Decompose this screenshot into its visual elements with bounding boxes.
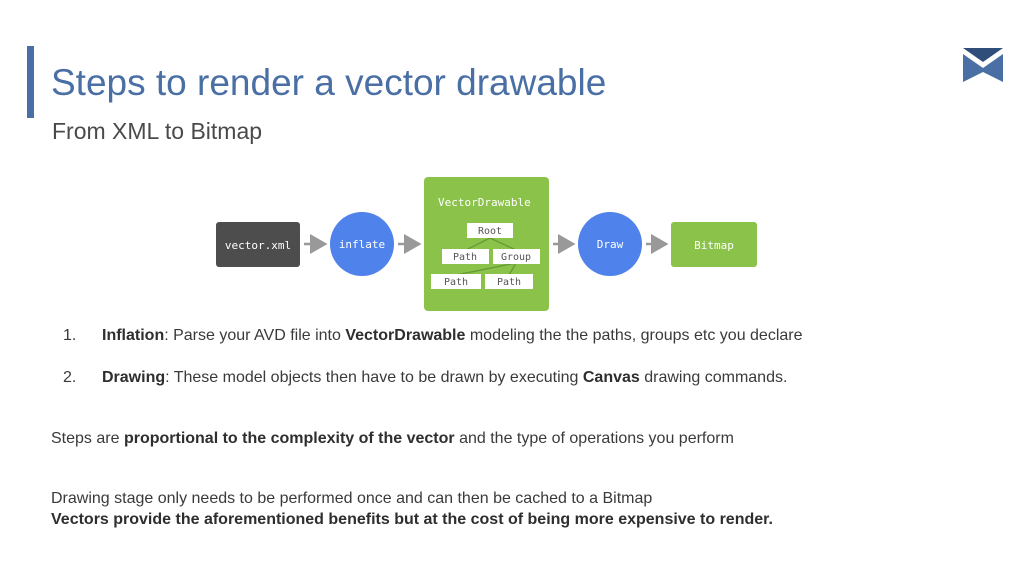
bookmark-chevron-logo-icon	[963, 48, 1003, 82]
title-accent-bar	[27, 46, 34, 118]
tree-node-path-label: Path	[453, 252, 477, 263]
inflate-circle	[330, 212, 394, 276]
tree-node-path	[442, 249, 489, 264]
source-file-box	[216, 222, 300, 267]
tree-node-root-label: Root	[478, 226, 502, 237]
step-term: Drawing	[102, 369, 166, 386]
tree-node-root	[467, 223, 513, 238]
draw-label: Draw	[597, 238, 624, 251]
bitmap-output-box	[671, 222, 757, 267]
slide-title: Steps to render a vector drawable	[51, 62, 607, 103]
step-term: Inflation	[102, 327, 165, 344]
tree-node-child-path-1-label: Path	[444, 277, 468, 288]
cache-note: Drawing stage only needs to be performed…	[51, 490, 653, 507]
tree-node-child-path-2	[485, 274, 533, 289]
tree-node-group-label: Group	[501, 252, 531, 263]
tree-node-child-path-1	[431, 274, 481, 289]
slide-subtitle: From XML to Bitmap	[52, 118, 263, 144]
step-number: 2.	[63, 369, 77, 386]
cost-note: Vectors provide the aforementioned benef…	[51, 511, 773, 528]
tree-node-group	[493, 249, 540, 264]
step-bold-term: VectorDrawable	[345, 327, 466, 344]
source-file-label: vector.xml	[225, 239, 291, 252]
complexity-note: Steps are proportional to the complexity…	[51, 430, 734, 447]
vector-drawable-label: VectorDrawable	[438, 196, 531, 209]
draw-circle	[578, 212, 642, 276]
bitmap-output-label: Bitmap	[694, 239, 734, 252]
step-number: 1.	[63, 327, 77, 344]
step-bold-term: Canvas	[582, 369, 640, 386]
tree-node-child-path-2-label: Path	[497, 277, 521, 288]
inflate-label: inflate	[339, 238, 385, 251]
